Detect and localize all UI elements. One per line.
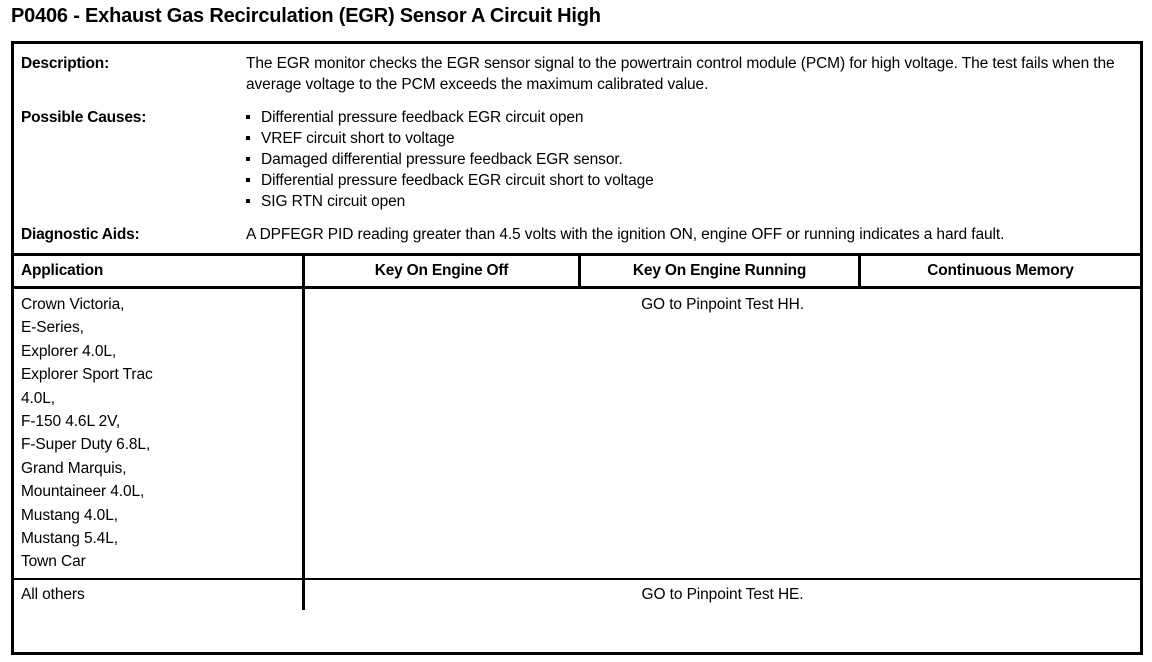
table-row: Crown Victoria, E-Series, Explorer 4.0L,… xyxy=(14,289,1140,578)
list-item: Mustang 4.0L, xyxy=(21,506,118,524)
cause-text: Damaged differential pressure feedback E… xyxy=(261,151,623,168)
page-title: P0406 - Exhaust Gas Recirculation (EGR) … xyxy=(11,5,601,27)
list-item: Town Car xyxy=(21,553,86,571)
cause-text: Differential pressure feedback EGR circu… xyxy=(261,172,654,189)
diagnostic-aids-label: Diagnostic Aids: xyxy=(21,226,140,243)
cause-text: SIG RTN circuit open xyxy=(261,193,406,210)
cause-text: VREF circuit short to voltage xyxy=(261,130,455,147)
table-header-row: Application Key On Engine Off Key On Eng… xyxy=(14,256,1140,286)
bullet-icon xyxy=(246,157,250,161)
test-result-cell: GO to Pinpoint Test HE. xyxy=(302,579,1140,610)
list-item: VREF circuit short to voltage xyxy=(246,128,1122,149)
list-item: Grand Marquis, xyxy=(21,459,127,477)
list-item: Mustang 5.4L, xyxy=(21,530,118,548)
column-header-key-on-engine-off: Key On Engine Off xyxy=(302,256,578,286)
diagnostic-aids-row: Diagnostic Aids: A DPFEGR PID reading gr… xyxy=(14,212,1140,253)
list-item: F-Super Duty 6.8L, xyxy=(21,436,151,454)
description-text: The EGR monitor checks the EGR sensor si… xyxy=(246,55,1115,93)
list-item: Explorer 4.0L, xyxy=(21,342,117,360)
list-item: SIG RTN circuit open xyxy=(246,191,1122,212)
list-item: Differential pressure feedback EGR circu… xyxy=(246,170,1122,191)
header-divider xyxy=(14,286,1140,289)
list-item: Differential pressure feedback EGR circu… xyxy=(246,107,1122,128)
table-row: All others GO to Pinpoint Test HE. xyxy=(14,579,1140,610)
list-item: Mountaineer 4.0L, xyxy=(21,483,145,501)
bullet-icon xyxy=(246,199,250,203)
dtc-information-table: Description: The EGR monitor checks the … xyxy=(11,41,1143,655)
bullet-icon xyxy=(246,136,250,140)
test-result-cell: GO to Pinpoint Test HH. xyxy=(302,289,1140,578)
list-item: E-Series, xyxy=(21,319,84,337)
column-header-application: Application xyxy=(21,262,104,279)
row-divider xyxy=(14,577,1140,580)
list-item: Explorer Sport Trac xyxy=(21,366,153,384)
section-divider xyxy=(14,253,1140,256)
column-header-continuous-memory: Continuous Memory xyxy=(858,256,1140,286)
list-item: Crown Victoria, xyxy=(21,296,125,313)
description-row: Description: The EGR monitor checks the … xyxy=(14,44,1140,95)
bullet-icon xyxy=(246,115,250,119)
description-label: Description: xyxy=(21,55,110,72)
list-item: 4.0L, xyxy=(21,389,55,407)
application-cell: Crown Victoria, E-Series, Explorer 4.0L,… xyxy=(14,289,302,578)
diagnostic-aids-text: A DPFEGR PID reading greater than 4.5 vo… xyxy=(246,226,1005,243)
info-section: Description: The EGR monitor checks the … xyxy=(14,44,1140,253)
cause-text: Differential pressure feedback EGR circu… xyxy=(261,109,584,126)
possible-causes-row: Possible Causes: Differential pressure f… xyxy=(14,95,1140,212)
application-cell: All others xyxy=(21,585,85,603)
possible-causes-content: Differential pressure feedback EGR circu… xyxy=(246,107,1140,212)
list-item: Damaged differential pressure feedback E… xyxy=(246,149,1122,170)
possible-causes-label: Possible Causes: xyxy=(21,109,147,126)
bullet-icon xyxy=(246,178,250,182)
vehicle-list: Crown Victoria, E-Series, Explorer 4.0L,… xyxy=(21,293,302,574)
possible-causes-list: Differential pressure feedback EGR circu… xyxy=(246,107,1122,212)
list-item: F-150 4.6L 2V, xyxy=(21,413,121,431)
column-header-key-on-engine-running: Key On Engine Running xyxy=(578,256,858,286)
